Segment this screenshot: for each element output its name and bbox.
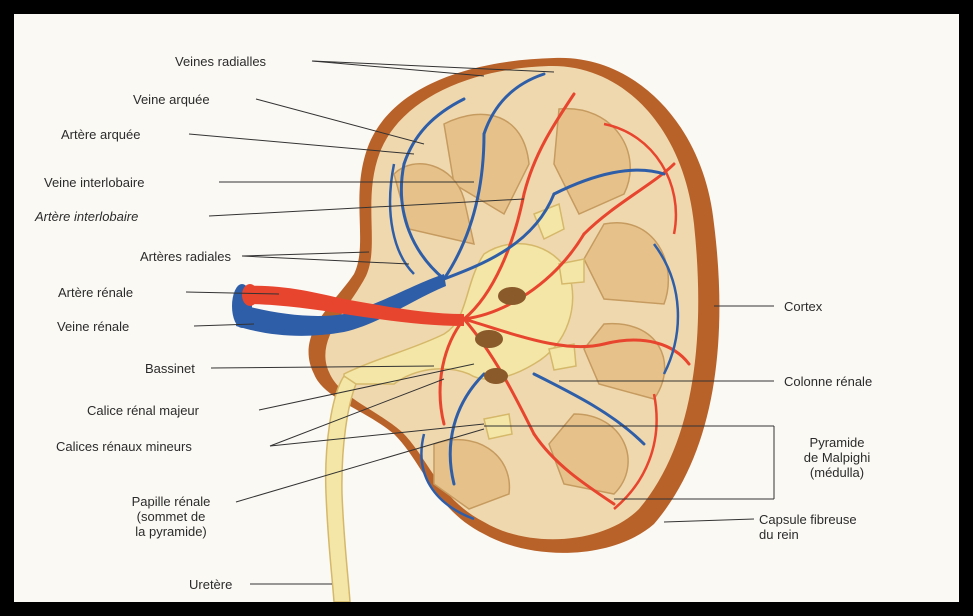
label-pyramide-line-3: (médulla) bbox=[782, 465, 892, 480]
label-veine-renale: Veine rénale bbox=[57, 319, 129, 334]
label-pyramide: Pyramide de Malpighi (médulla) bbox=[782, 435, 892, 480]
label-papille-line-2: (sommet de bbox=[111, 509, 231, 524]
label-uretere: Uretère bbox=[189, 577, 232, 592]
label-cortex: Cortex bbox=[784, 299, 822, 314]
label-artere-renale: Artère rénale bbox=[58, 285, 133, 300]
label-capsule-line-1: Capsule fibreuse bbox=[759, 512, 857, 527]
label-artere-arquee: Artère arquée bbox=[61, 127, 141, 142]
label-capsule: Capsule fibreuse du rein bbox=[759, 512, 857, 542]
ureter bbox=[326, 376, 356, 602]
label-bassinet: Bassinet bbox=[145, 361, 195, 376]
diagram-frame: Veines radialles Veine arquée Artère arq… bbox=[14, 14, 959, 602]
label-veine-arquee: Veine arquée bbox=[133, 92, 210, 107]
label-papille: Papille rénale (sommet de la pyramide) bbox=[111, 494, 231, 539]
label-veines-radiales: Veines radialles bbox=[175, 54, 266, 69]
label-capsule-line-2: du rein bbox=[759, 527, 857, 542]
label-veine-interlobaire: Veine interlobaire bbox=[44, 175, 144, 190]
label-arteres-radiales: Artères radiales bbox=[140, 249, 231, 264]
label-artere-interlobaire: Artère interlobaire bbox=[35, 209, 138, 224]
label-colonne-renale: Colonne rénale bbox=[784, 374, 872, 389]
label-pyramide-line-2: de Malpighi bbox=[782, 450, 892, 465]
label-calice-majeur: Calice rénal majeur bbox=[87, 403, 199, 418]
label-pyramide-line-1: Pyramide bbox=[782, 435, 892, 450]
label-calices-mineurs: Calices rénaux mineurs bbox=[56, 439, 192, 454]
label-papille-line-3: la pyramide) bbox=[111, 524, 231, 539]
label-papille-line-1: Papille rénale bbox=[111, 494, 231, 509]
